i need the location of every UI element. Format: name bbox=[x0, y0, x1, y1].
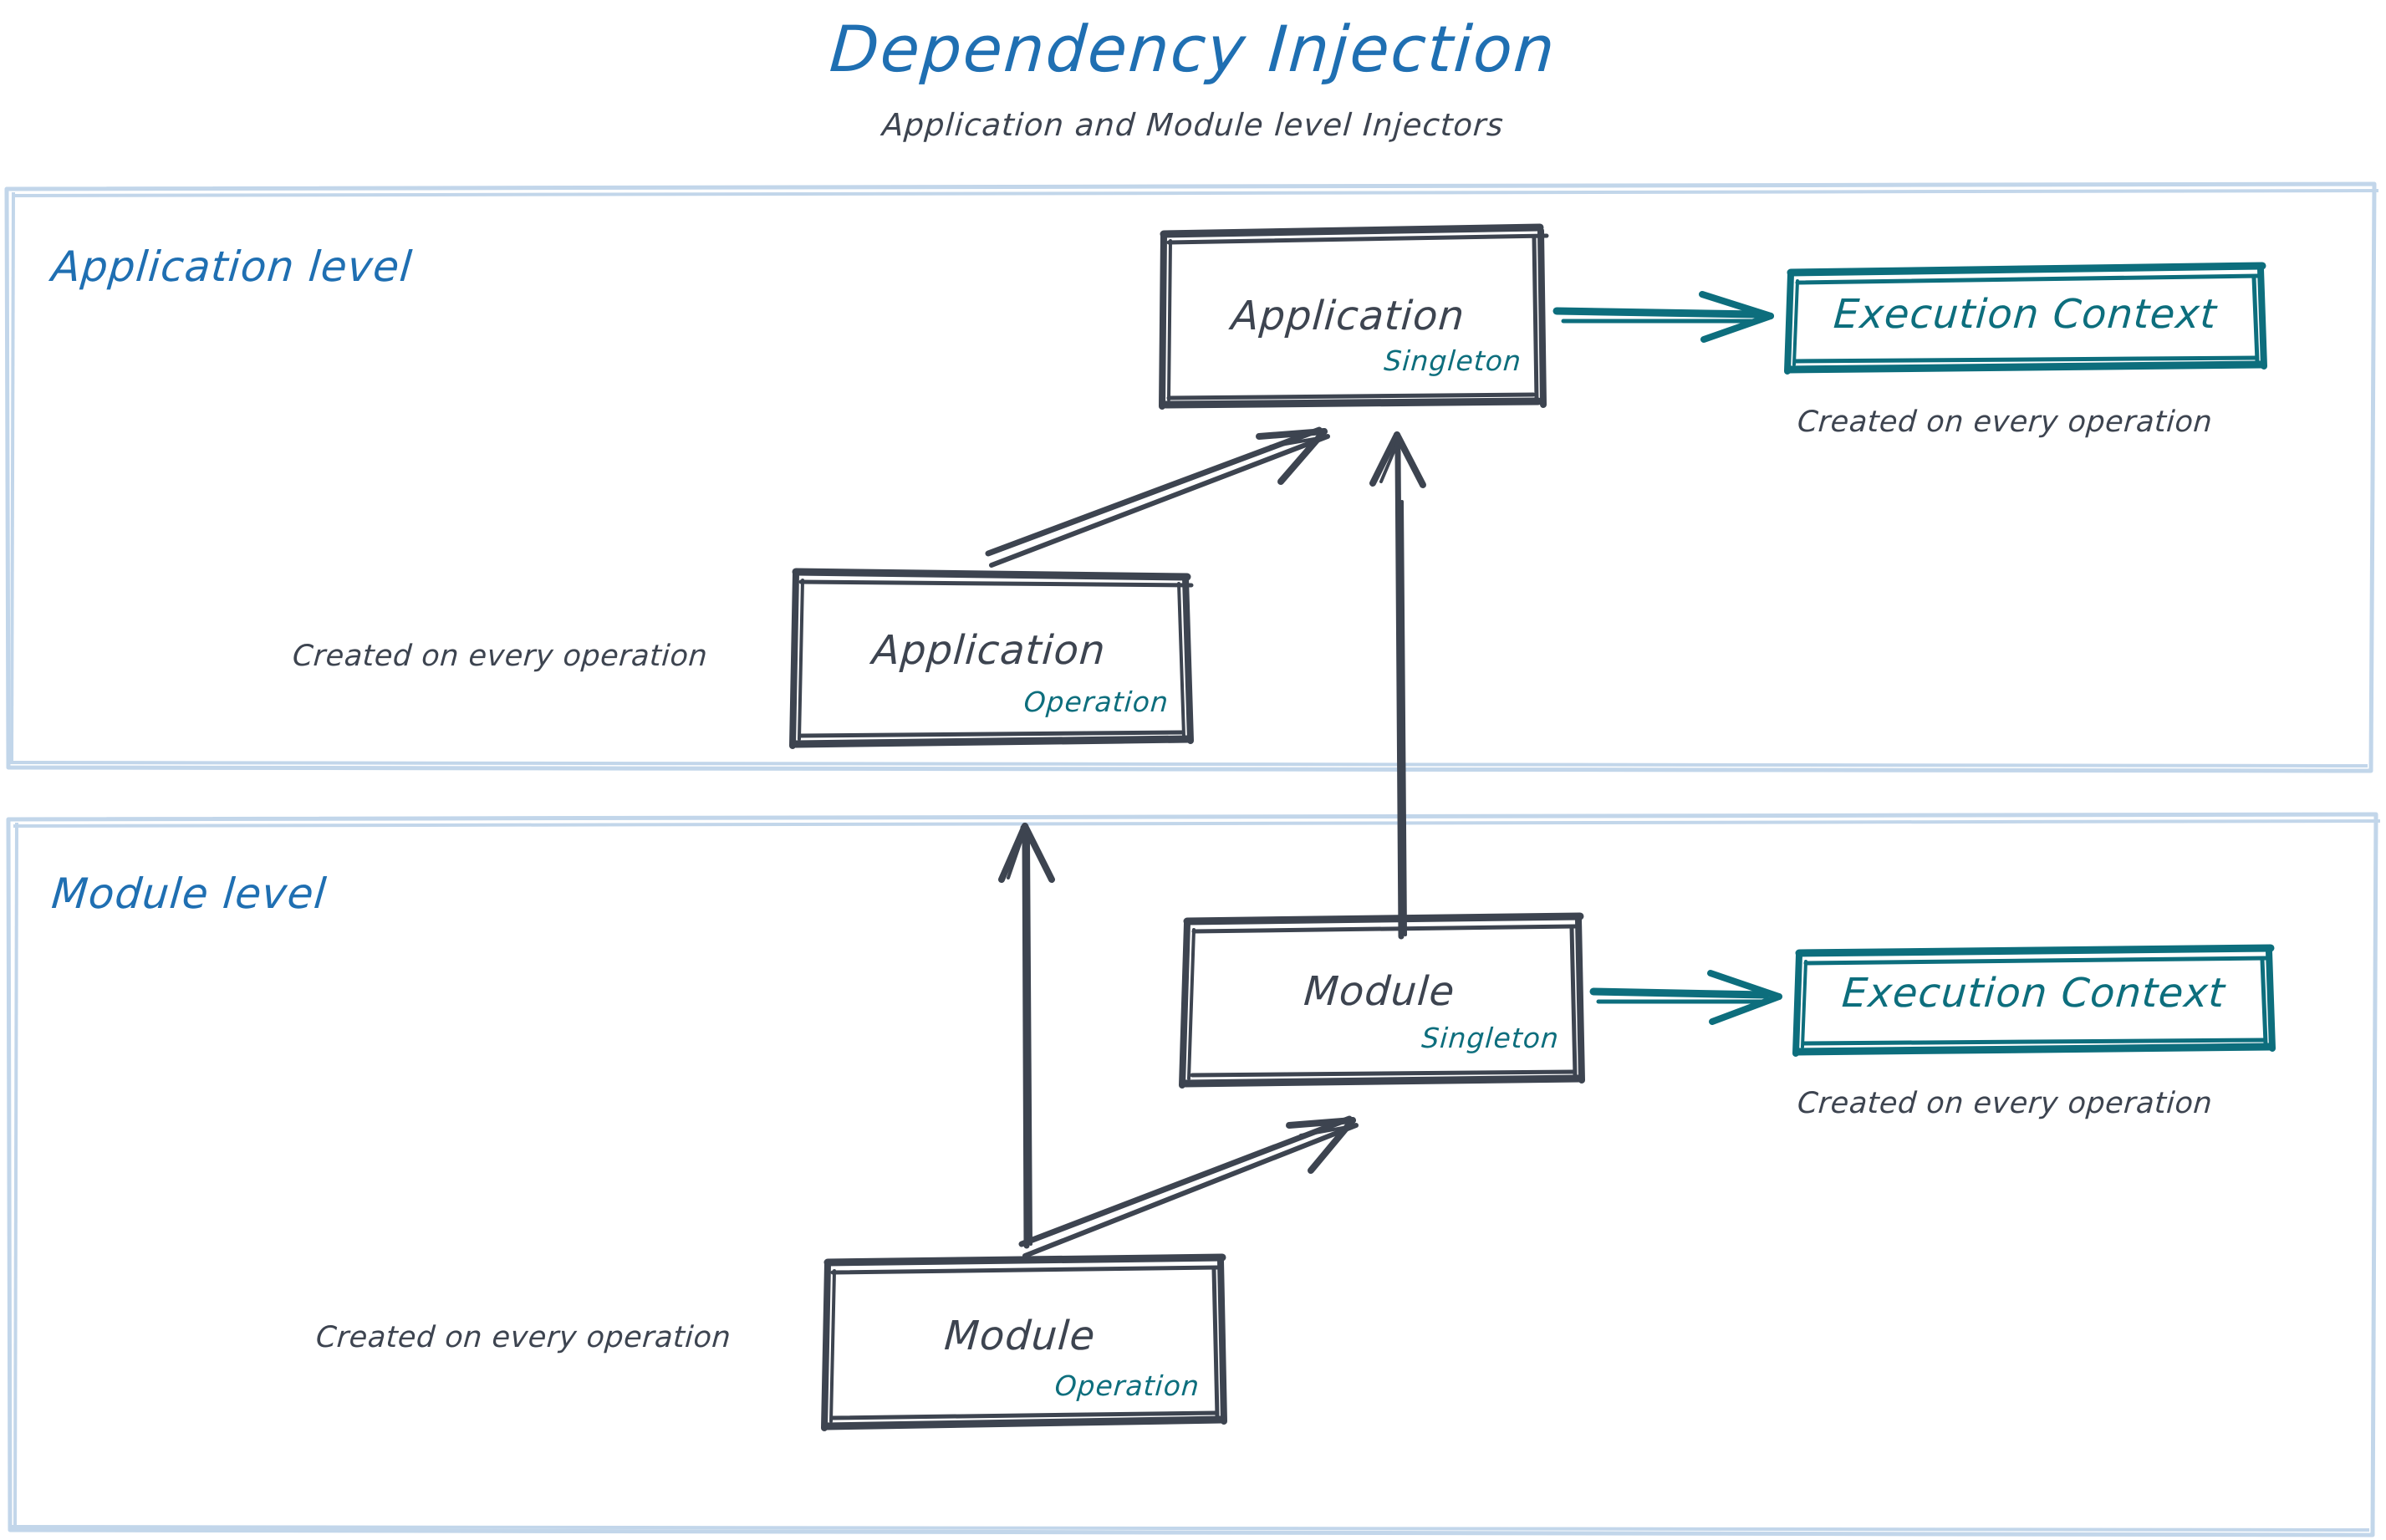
box-label-application-singleton-scope: Singleton bbox=[1383, 344, 1523, 377]
page-title: Dependency Injection bbox=[827, 12, 1559, 86]
caption-module-operation: Created on every operation bbox=[314, 1321, 732, 1354]
connector-module-singleton-to-application-singleton bbox=[1369, 431, 1426, 940]
connector-module-operation-to-application bbox=[998, 823, 1055, 1249]
connector-module-singleton-to-execution-context bbox=[1589, 970, 1782, 1025]
application-level-container bbox=[4, 181, 2379, 773]
box-application-operation[interactable] bbox=[789, 568, 1194, 749]
box-module-operation[interactable] bbox=[821, 1253, 1227, 1431]
level-label-module: Module level bbox=[49, 869, 329, 918]
box-label-execution-context-application: Execution Context bbox=[1832, 291, 2219, 338]
caption-execution-context-module: Created on every operation bbox=[1796, 1087, 2214, 1120]
module-level-container bbox=[6, 812, 2381, 1537]
caption-execution-context-application: Created on every operation bbox=[1796, 405, 2214, 439]
caption-application-operation: Created on every operation bbox=[291, 640, 709, 673]
box-label-module-operation-scope: Operation bbox=[1053, 1369, 1201, 1402]
box-label-application-singleton-title: Application bbox=[1229, 293, 1467, 339]
box-application-singleton[interactable] bbox=[1159, 223, 1549, 410]
connector-application-singleton-to-execution-context bbox=[1552, 291, 1774, 343]
box-label-module-operation-title: Module bbox=[942, 1313, 1098, 1359]
box-label-module-singleton-scope: Singleton bbox=[1420, 1022, 1561, 1054]
box-execution-context-module[interactable] bbox=[1792, 944, 2276, 1057]
box-execution-context-application[interactable] bbox=[1784, 262, 2267, 375]
box-label-application-operation-title: Application bbox=[870, 627, 1108, 674]
box-label-module-singleton-title: Module bbox=[1302, 968, 1457, 1015]
page-subtitle: Application and Module level Injectors bbox=[880, 107, 1506, 143]
box-module-singleton[interactable] bbox=[1179, 912, 1585, 1089]
level-label-application: Application level bbox=[49, 242, 415, 291]
box-label-execution-context-module: Execution Context bbox=[1840, 970, 2227, 1017]
connector-application-operation-to-singleton bbox=[985, 426, 1330, 568]
connector-module-operation-to-module-singleton bbox=[1018, 1115, 1359, 1258]
box-label-application-operation-scope: Operation bbox=[1022, 686, 1170, 718]
